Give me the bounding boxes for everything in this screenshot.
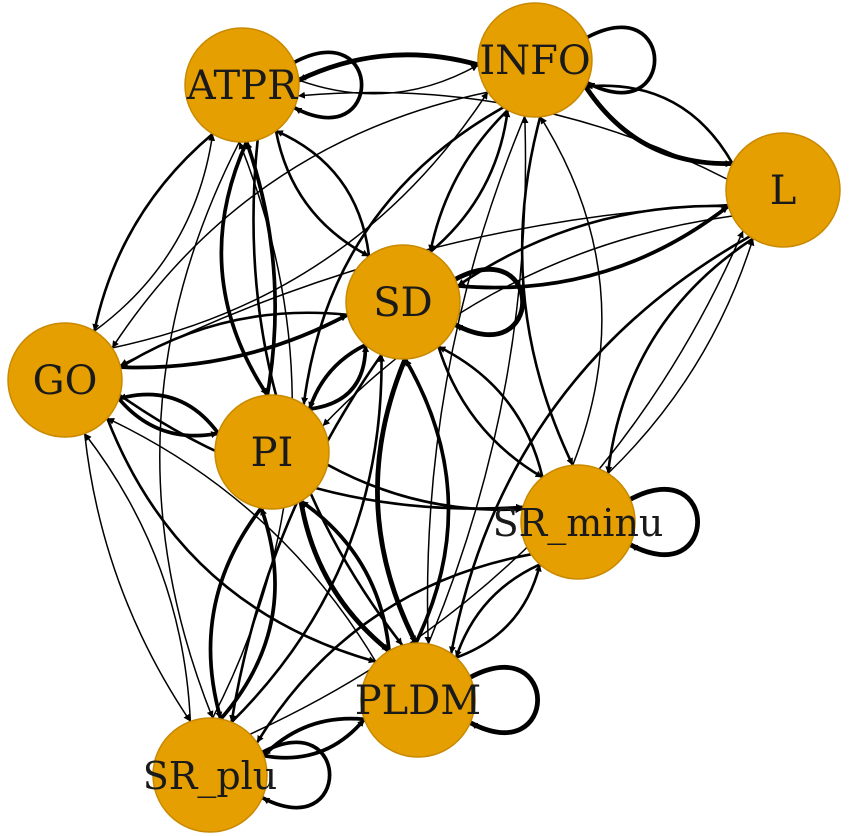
edge-sr-minus-to-l (607, 238, 755, 475)
edge-sr-minus-to-info (539, 116, 603, 466)
edge-sr-plus-to-go (84, 433, 192, 722)
node-sd: SD (345, 244, 461, 360)
edge-atpr-to-go (92, 132, 214, 332)
node-l: L (725, 132, 841, 248)
node-circle-sd (345, 244, 461, 360)
edge-sr-plus-to-sr-plus (261, 740, 332, 810)
edge-atpr-to-atpr (293, 50, 364, 120)
edge-pldm-to-pi (299, 499, 391, 652)
node-atpr: ATPR (184, 27, 300, 143)
edge-pldm-to-sr-plus (262, 716, 365, 757)
edge-pldm-to-go (106, 417, 377, 663)
edge-sd-to-sr-minus (437, 346, 544, 479)
node-circle-pi (214, 394, 330, 510)
edge-go-to-info (111, 91, 489, 349)
edge-sd-to-pi (307, 343, 367, 410)
edge-sr-minus-to-sr-plus (255, 553, 532, 744)
edge-sd-to-go (119, 311, 348, 369)
edge-sd-to-pldm (375, 358, 418, 645)
edge-sr-minus-to-sr-minus (629, 486, 700, 558)
edge-pldm-to-info (427, 116, 529, 645)
edge-sr-minus-to-pldm (454, 563, 541, 659)
edge-go-to-atpr (93, 133, 216, 332)
edge-info-to-atpr (297, 52, 479, 83)
node-sr-minus: SR_minu (493, 464, 664, 580)
node-label-sr-minus: SR_minu (493, 501, 664, 546)
edge-sd-to-info (429, 109, 511, 253)
edge-pldm-to-pldm (469, 664, 540, 736)
node-label-sd: SD (373, 280, 432, 326)
edge-info-to-sr-minus (520, 116, 574, 466)
node-circle-atpr (184, 27, 300, 143)
edge-info-to-pi (301, 106, 504, 405)
edge-sd-to-sd (454, 266, 525, 338)
node-info: INFO (477, 2, 593, 118)
edge-go-to-sd (120, 313, 349, 370)
node-circle-l (725, 132, 841, 248)
node-go: GO (7, 322, 123, 438)
edge-l-to-pldm (449, 235, 751, 654)
node-label-l: L (770, 168, 797, 214)
edge-sr-plus-to-pi (219, 507, 277, 721)
edge-info-to-l (583, 85, 733, 168)
node-sr-plus: SR_plu (143, 717, 278, 833)
edge-l-to-sr-minus (605, 237, 754, 474)
edge-atpr-to-sd (274, 130, 370, 258)
edge-pi-to-sr-minus (326, 463, 523, 514)
node-label-atpr: ATPR (186, 63, 299, 109)
edge-pi-to-sr-plus (208, 506, 263, 720)
edge-pi-to-sd (309, 344, 370, 411)
node-circle-info (477, 2, 593, 118)
node-circle-sr-plus (152, 717, 268, 833)
node-label-sr-plus: SR_plu (143, 754, 278, 799)
edge-pi-to-go (118, 392, 220, 435)
edge-layer (83, 25, 755, 810)
edge-l-to-pi (322, 215, 733, 427)
edge-sr-minus-to-sd (437, 345, 544, 478)
edge-sr-plus-to-pldm (263, 718, 366, 760)
node-circle-pldm (360, 642, 476, 758)
edge-go-to-pi (117, 397, 219, 439)
edge-pldm-to-sd (403, 358, 451, 644)
edge-pldm-to-sr-minus (455, 564, 542, 659)
edge-sr-plus-to-sd (230, 354, 386, 724)
node-circle-sr-minus (520, 464, 636, 580)
edge-atpr-to-pi (219, 141, 269, 397)
edge-info-to-info (586, 25, 657, 95)
edge-go-to-pldm (106, 417, 377, 664)
edge-sd-to-sr-plus (229, 354, 383, 723)
edge-go-to-sr-plus (83, 433, 191, 722)
node-label-pldm: PLDM (355, 678, 482, 724)
node-circle-go (7, 322, 123, 438)
edge-sd-to-l (457, 204, 730, 290)
node-label-go: GO (33, 358, 98, 404)
edge-atpr-to-sr-plus (159, 141, 241, 719)
edge-l-to-info (585, 82, 734, 165)
edge-sd-to-atpr (275, 129, 371, 257)
edge-info-to-go (111, 91, 489, 349)
edge-pi-to-atpr (244, 141, 277, 396)
node-label-info: INFO (479, 38, 590, 84)
node-pldm: PLDM (355, 642, 482, 758)
node-pi: PI (214, 394, 330, 510)
node-label-pi: PI (251, 430, 294, 476)
edge-info-to-sd (428, 109, 509, 253)
